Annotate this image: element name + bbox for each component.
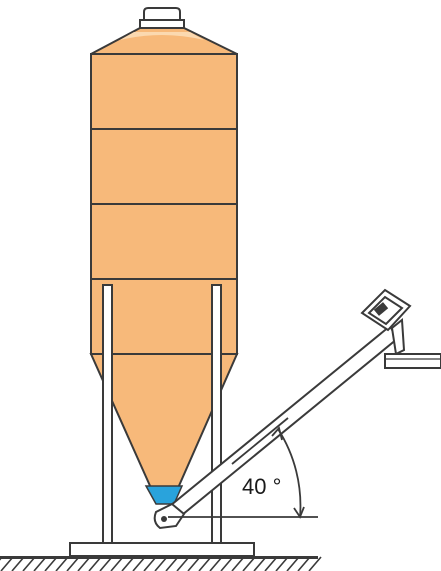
silo-base-plate <box>69 542 255 557</box>
ground-hatch-line <box>143 556 157 571</box>
ground-hatch-line <box>297 556 311 571</box>
silo-roof <box>90 27 238 55</box>
silo-top-cap <box>143 7 181 21</box>
ground-hatch-line <box>242 556 256 571</box>
ground-hatch-line <box>253 556 267 571</box>
angle-arrow-top <box>271 426 283 441</box>
angle-arc <box>277 428 302 518</box>
ground-hatch-line <box>0 556 3 561</box>
ground-hatch-line <box>176 556 190 571</box>
ground-hatch-line <box>308 556 322 571</box>
auger-inlet-boot <box>153 502 186 530</box>
ground-hatch-line <box>77 556 91 571</box>
ground-hatch-line <box>66 556 80 571</box>
silo-legs <box>102 284 222 544</box>
angle-incline-extension <box>231 417 289 465</box>
delivery-platform <box>384 353 441 369</box>
ground-hatch-line <box>88 556 102 571</box>
ground-hatch-line <box>220 556 234 571</box>
ground-hatch-line <box>22 556 36 571</box>
ground-hatch-line <box>33 556 47 571</box>
ground-hatch-line <box>44 556 58 571</box>
ground-hatch-line <box>110 556 124 571</box>
ground <box>0 556 322 571</box>
ground-hatch-line <box>99 556 113 571</box>
ground-hatch-line <box>264 556 278 571</box>
ground-hatch-line <box>165 556 179 571</box>
ground-hatch-line <box>286 556 300 571</box>
auger-drive-head <box>360 288 412 356</box>
ground-hatch-line <box>121 556 135 571</box>
auger-discharge-spout <box>390 318 406 356</box>
ground-hatch-line <box>11 556 25 571</box>
ground-base-line <box>0 556 318 559</box>
silo-roof-highlight <box>120 32 204 40</box>
ground-hatch-line <box>231 556 245 571</box>
ground-hatch-line <box>209 556 223 571</box>
silo-leg-left <box>102 284 113 544</box>
silo-neck <box>139 19 185 29</box>
ground-hatch-line <box>0 556 14 571</box>
ground-hatch-line <box>198 556 212 571</box>
angle-annotation <box>168 417 318 519</box>
ground-hatch <box>0 556 322 571</box>
auger-inlet-bolt <box>161 516 167 522</box>
ground-hatch-line <box>55 556 69 571</box>
ground-hatch-line <box>187 556 201 571</box>
angle-arrow-bottom <box>293 506 305 519</box>
drive-motor-inner <box>367 295 404 326</box>
drive-motor-detail <box>373 302 389 316</box>
auger-conveyor <box>153 288 441 530</box>
angle-label: 40 ° <box>242 474 281 499</box>
silo-leg-right <box>211 284 222 544</box>
ground-hatch-line <box>132 556 146 571</box>
ground-hatch-line <box>154 556 168 571</box>
ground-hatch-line <box>275 556 289 571</box>
